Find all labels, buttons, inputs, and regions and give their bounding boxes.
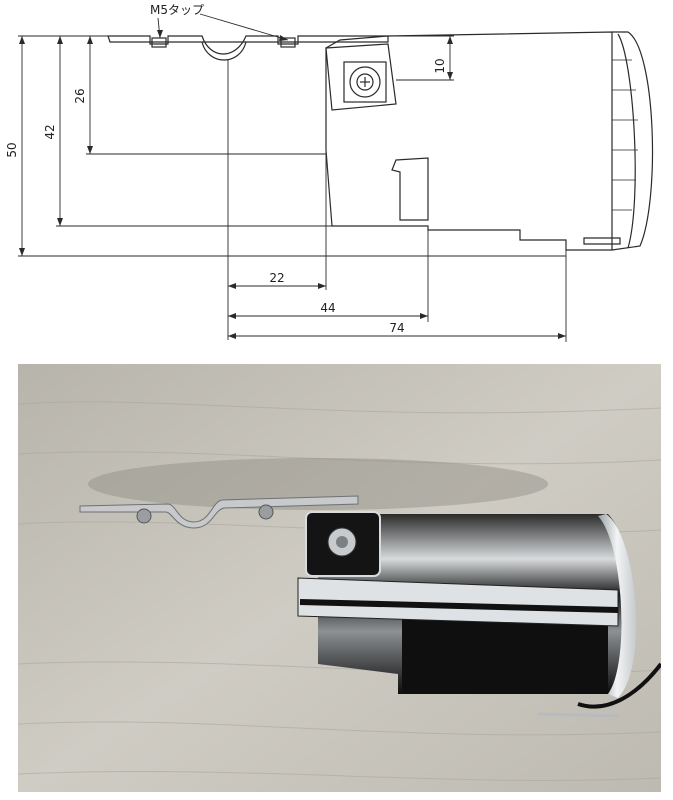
dim-mount-height: 42 [43,124,57,139]
tap-hole-left [151,37,167,48]
dim-bolt-offset: 10 [433,58,447,73]
dimension-arrows [19,30,566,339]
dim-depth-inner: 22 [269,271,284,285]
bolt-head [343,61,387,103]
technical-drawing: M5タップ 50 42 26 10 22 44 74 [5,3,654,342]
product-photo [18,364,661,792]
photo-nut-right [258,504,274,520]
photo-nut-left [136,508,152,524]
lens-cap [611,31,654,251]
photo-lens [598,514,637,698]
lens-ribs [612,59,638,211]
photo-wire [577,662,661,709]
dim-overall-height: 50 [5,142,19,157]
lamp-housing [325,31,613,251]
photo-bracket [79,495,359,529]
photo-chrome-arm [297,577,619,627]
dim-bracket-height: 26 [73,88,87,103]
bracket-outline [107,35,389,55]
mount-block [325,43,397,111]
bolt-washer [349,66,381,98]
wire-exit [583,237,621,245]
photo-lamp-lower [402,614,608,694]
callout-m5-tap: M5タップ [150,3,204,17]
dim-depth-mid: 44 [320,301,335,315]
dim-depth-overall: 74 [389,321,404,335]
dimension-lines [18,13,567,342]
shadow [88,458,548,510]
bolt-center [356,73,374,91]
housing-notch [391,157,429,221]
bracket-saddle [201,41,247,61]
tap-hole-right [280,37,296,48]
